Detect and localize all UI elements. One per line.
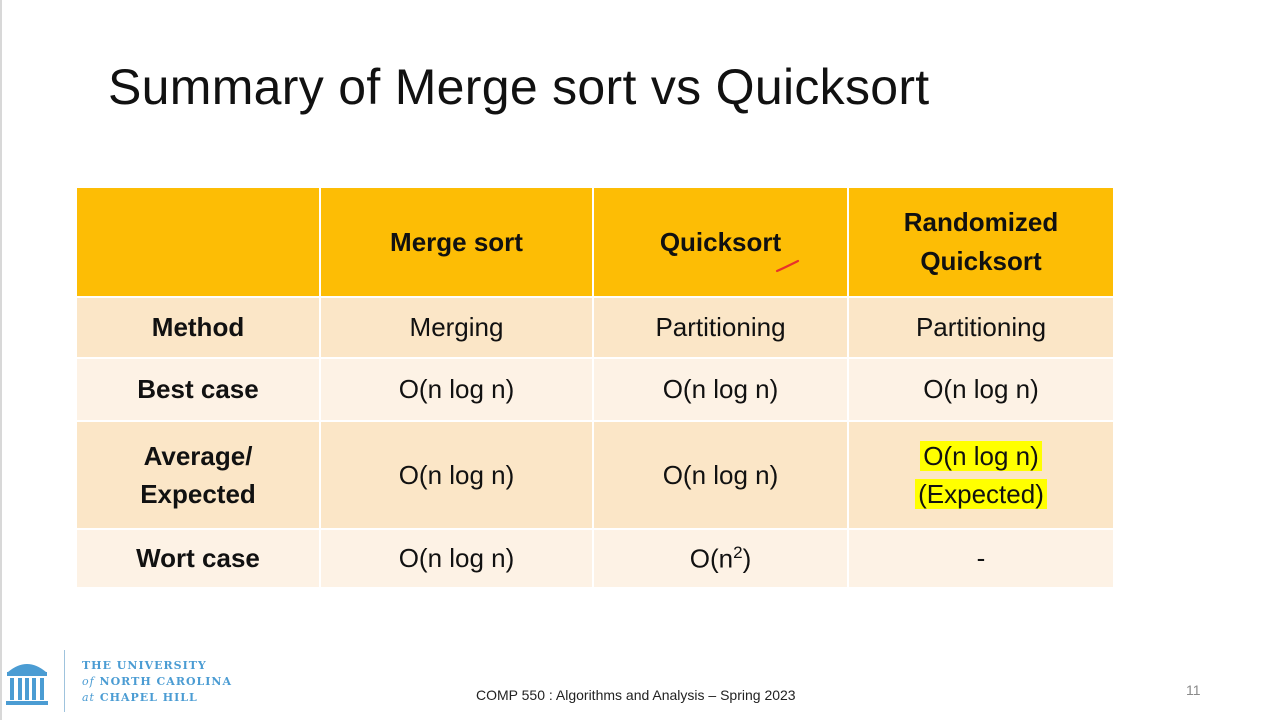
cell-worst-merge-sort: O(n log n) xyxy=(320,529,594,589)
comparison-table: Merge sort Quicksort Randomized Quicksor… xyxy=(77,188,1113,589)
header-row: Merge sort Quicksort Randomized Quicksor… xyxy=(77,188,1113,298)
cell-worst-quicksort: O(n2) xyxy=(593,529,849,589)
table-row-method: Method Merging Partitioning Partitioning xyxy=(77,297,1113,359)
slide-edge xyxy=(0,0,2,720)
wordmark-line1: THE UNIVERSITY xyxy=(82,659,207,672)
header-merge-sort: Merge sort xyxy=(320,188,594,298)
wordmark-line3-rest: CHAPEL HILL xyxy=(99,691,198,704)
cell-method-randomized: Partitioning xyxy=(848,297,1113,359)
cell-average-quicksort: O(n log n) xyxy=(593,421,849,530)
header-empty-cell xyxy=(77,188,321,298)
wordmark-line3-lead: at xyxy=(82,691,95,704)
cell-average-randomized: O(n log n) (Expected) xyxy=(848,421,1113,530)
pen-stroke-icon xyxy=(775,259,800,273)
slide-title: Summary of Merge sort vs Quicksort xyxy=(108,59,930,115)
row-label-average-line2: Expected xyxy=(140,479,256,509)
row-label-best-case: Best case xyxy=(77,358,321,422)
unc-logo: THE UNIVERSITY of NORTH CAROLINA at CHAP… xyxy=(4,650,240,712)
cell-average-merge-sort: O(n log n) xyxy=(320,421,594,530)
highlighted-expected-complexity: O(n log n) xyxy=(920,441,1042,471)
row-label-worst-case: Wort case xyxy=(77,529,321,589)
worst-quicksort-close: ) xyxy=(742,543,752,574)
footer-course-title: COMP 550 : Algorithms and Analysis – Spr… xyxy=(476,687,796,703)
old-well-icon xyxy=(6,664,48,705)
header-randomized-quicksort: Randomized Quicksort xyxy=(848,188,1113,298)
header-quicksort: Quicksort xyxy=(593,188,849,298)
cell-method-quicksort: Partitioning xyxy=(593,297,849,359)
row-label-average-line1: Average/ xyxy=(143,441,253,471)
wordmark-line3: at CHAPEL HILL xyxy=(82,690,232,706)
header-randomized-line1: Randomized xyxy=(903,207,1059,237)
cell-worst-randomized: - xyxy=(848,529,1113,589)
row-label-method: Method xyxy=(77,297,321,359)
worst-quicksort-exponent: 2 xyxy=(733,542,743,562)
cell-best-randomized: O(n log n) xyxy=(848,358,1113,422)
worst-quicksort-base: O(n xyxy=(689,543,734,574)
wordmark-line2-lead: of xyxy=(82,675,95,688)
wordmark-line2: of NORTH CAROLINA xyxy=(82,674,232,690)
table-row-best-case: Best case O(n log n) O(n log n) O(n log … xyxy=(77,358,1113,422)
highlighted-expected-note: (Expected) xyxy=(915,479,1047,509)
table-row-average-case: Average/ Expected O(n log n) O(n log n) … xyxy=(77,421,1113,530)
header-randomized-line2: Quicksort xyxy=(920,246,1042,276)
logo-divider xyxy=(64,650,65,712)
wordmark-line2-rest: NORTH CAROLINA xyxy=(99,675,233,688)
cell-best-merge-sort: O(n log n) xyxy=(320,358,594,422)
university-wordmark: THE UNIVERSITY of NORTH CAROLINA at CHAP… xyxy=(82,658,232,706)
cell-method-merge-sort: Merging xyxy=(320,297,594,359)
row-label-average-case: Average/ Expected xyxy=(77,421,321,530)
table-row-worst-case: Wort case O(n log n) O(n2) - xyxy=(77,529,1113,589)
cell-best-quicksort: O(n log n) xyxy=(593,358,849,422)
slide-page-number: 11 xyxy=(1186,682,1201,698)
